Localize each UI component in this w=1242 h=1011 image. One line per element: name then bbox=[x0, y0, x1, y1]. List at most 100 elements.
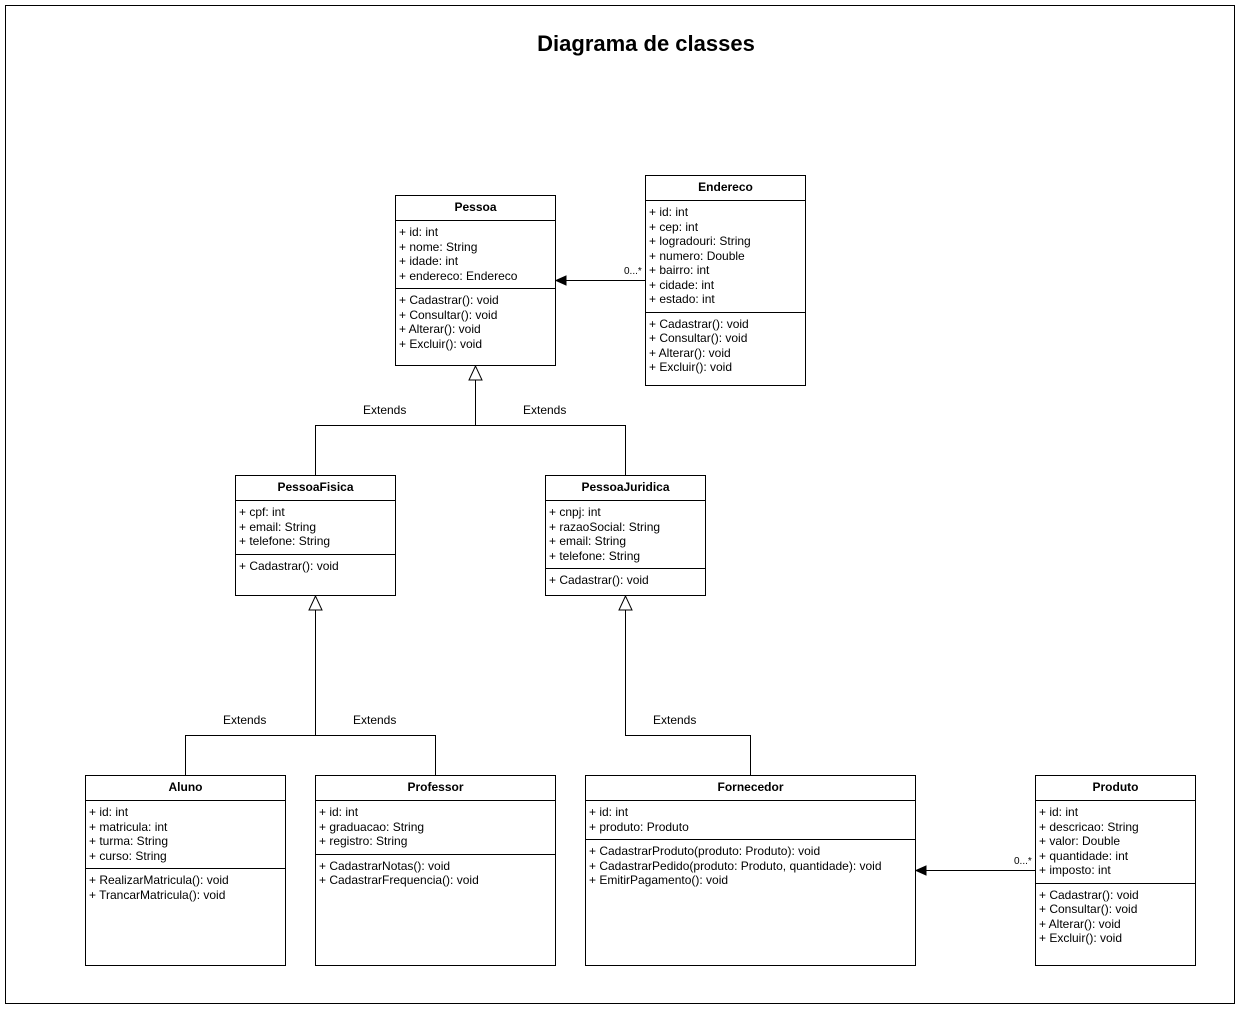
inheritance-arrow-pessoa bbox=[468, 364, 483, 381]
attribute-row: + telefone: String bbox=[239, 534, 331, 548]
attribute-row: + bairro: int bbox=[649, 263, 710, 277]
attribute-row: + cnpj: int bbox=[549, 505, 601, 519]
attribute-row: + graduacao: String bbox=[319, 819, 425, 834]
generalization-professor-pessoafisica bbox=[315, 735, 436, 775]
class-endereco[interactable]: Endereco+ id: int+ cep: int+ logradouri:… bbox=[645, 175, 806, 386]
extends-label-professor: Extends bbox=[353, 713, 397, 727]
class-methods: + Cadastrar(): void bbox=[546, 568, 705, 593]
inheritance-arrow-pessoajuridica bbox=[618, 594, 633, 611]
association-arrow-pessoa bbox=[554, 275, 567, 286]
class-name: Produto bbox=[1036, 776, 1195, 801]
multiplicity-produto: 0...* bbox=[1014, 856, 1032, 867]
method-row: + Cadastrar(): void bbox=[649, 316, 749, 331]
class-pessoa[interactable]: Pessoa+ id: int+ nome: String+ idade: in… bbox=[395, 195, 556, 366]
class-pessoajuridica[interactable]: PessoaJuridica+ cnpj: int+ razaoSocial: … bbox=[545, 475, 706, 596]
class-pessoafisica[interactable]: PessoaFisica+ cpf: int+ email: String+ t… bbox=[235, 475, 396, 596]
attribute-row: + nome: String bbox=[399, 239, 478, 254]
multiplicity-endereco: 0...* bbox=[624, 266, 642, 277]
class-methods: + RealizarMatricula(): void+ TrancarMatr… bbox=[86, 868, 285, 907]
class-methods: + Cadastrar(): void+ Consultar(): void+ … bbox=[1036, 882, 1195, 951]
method-row: + Alterar(): void bbox=[399, 322, 481, 336]
method-row: + Consultar(): void bbox=[1039, 902, 1138, 916]
attribute-row: + cpf: int bbox=[239, 505, 285, 519]
attribute-row: + matricula: int bbox=[89, 819, 168, 834]
extends-label-fornecedor: Extends bbox=[653, 713, 697, 727]
attribute-row: + telefone: String bbox=[549, 548, 641, 563]
class-attributes: + id: int+ cep: int+ logradouri: String+… bbox=[646, 201, 805, 312]
attribute-row: + estado: int bbox=[649, 292, 715, 306]
attribute-row: + turma: String bbox=[89, 834, 169, 848]
attribute-row: + id: int bbox=[319, 805, 359, 819]
attribute-row: + id: int bbox=[1039, 805, 1079, 819]
method-row: + Excluir(): void bbox=[649, 360, 733, 374]
class-methods: + CadastrarProduto(produto: Produto): vo… bbox=[586, 839, 915, 893]
class-attributes: + id: int+ produto: Produto bbox=[586, 801, 915, 839]
method-row: + Excluir(): void bbox=[1039, 931, 1123, 945]
diagram-title: Diagrama de classes bbox=[537, 31, 755, 56]
diagram-frame bbox=[5, 5, 1235, 1004]
attribute-row: + cep: int bbox=[649, 219, 699, 234]
class-attributes: + id: int+ nome: String+ idade: int+ end… bbox=[396, 221, 555, 288]
class-methods: + Cadastrar(): void+ Consultar(): void+ … bbox=[646, 311, 805, 380]
class-professor[interactable]: Professor + id: int+ graduacao: String+ r… bbox=[315, 775, 556, 966]
attribute-row: + curso: String bbox=[89, 848, 167, 863]
class-fornecedor[interactable]: Fornecedor+ id: int+ produto: Produto+ C… bbox=[585, 775, 916, 966]
attribute-row: + razaoSocial: String bbox=[549, 519, 661, 534]
attribute-row: + endereco: Endereco bbox=[399, 268, 518, 283]
class-attributes: + id: int+ descricao: String+ valor: Dou… bbox=[1036, 801, 1195, 883]
method-row: + TrancarMatricula(): void bbox=[89, 887, 226, 902]
method-row: + Alterar(): void bbox=[649, 345, 731, 360]
attribute-row: + idade: int bbox=[399, 254, 459, 268]
class-aluno[interactable]: Aluno+ id: int+ matricula: int+ turma: S… bbox=[85, 775, 286, 966]
class-name: PessoaFisica bbox=[236, 476, 395, 501]
attribute-row: + imposto: int bbox=[1039, 863, 1111, 877]
attribute-row: + email: String bbox=[239, 519, 317, 534]
attribute-row: + email: String bbox=[549, 534, 627, 548]
class-name: Endereco bbox=[646, 176, 805, 201]
generalization-pessoajuridica-pessoa bbox=[475, 425, 626, 475]
class-methods: + Cadastrar(): void bbox=[236, 553, 395, 579]
method-row: + Consultar(): void bbox=[649, 331, 748, 345]
method-row: + Consultar(): void bbox=[399, 307, 498, 322]
inheritance-arrow-pessoafisica bbox=[308, 594, 323, 611]
method-row: + CadastrarPedido(produto: Produto, quan… bbox=[589, 858, 882, 873]
attribute-row: + id: int bbox=[399, 225, 439, 239]
class-name: Aluno bbox=[86, 776, 285, 801]
class-produto[interactable]: Produto+ id: int+ descricao: String+ val… bbox=[1035, 775, 1196, 966]
attribute-row: + id: int bbox=[589, 805, 629, 819]
class-name: Fornecedor bbox=[586, 776, 915, 801]
association-arrow-fornecedor bbox=[914, 865, 927, 876]
method-row: + Alterar(): void bbox=[1039, 916, 1121, 931]
attribute-row: + numero: Double bbox=[649, 248, 745, 263]
extends-label-aluno: Extends bbox=[223, 713, 267, 727]
generalization-aluno-pessoafisica bbox=[185, 610, 316, 775]
class-methods: + CadastrarNotas(): void+ CadastrarFrequ… bbox=[316, 853, 555, 893]
attribute-row: + registro: String bbox=[319, 834, 408, 848]
generalization-fornecedor-pessoajuridica bbox=[625, 610, 751, 775]
attribute-row: + logradouri: String bbox=[649, 234, 751, 248]
class-methods: + Cadastrar(): void+ Consultar(): void+ … bbox=[396, 288, 555, 356]
attribute-row: + descricao: String bbox=[1039, 819, 1139, 834]
method-row: + CadastrarNotas(): void bbox=[319, 858, 451, 873]
attribute-row: + id: int bbox=[649, 205, 689, 219]
attribute-row: + quantidade: int bbox=[1039, 848, 1129, 863]
extends-label-pessoafisica: Extends bbox=[363, 403, 407, 417]
method-row: + CadastrarProduto(produto: Produto): vo… bbox=[589, 844, 821, 858]
method-row: + CadastrarFrequencia(): void bbox=[319, 873, 479, 887]
method-row: + Cadastrar(): void bbox=[239, 558, 339, 573]
method-row: + EmitirPagamento(): void bbox=[589, 873, 729, 887]
generalization-pessoafisica-pessoa bbox=[315, 380, 476, 475]
method-row: + Cadastrar(): void bbox=[1039, 887, 1139, 902]
class-attributes: + id: int+ matricula: int+ turma: String… bbox=[86, 801, 285, 868]
class-name: Professor bbox=[316, 776, 555, 801]
attribute-row: + id: int bbox=[89, 805, 129, 819]
attribute-row: + produto: Produto bbox=[589, 819, 689, 834]
attribute-row: + valor: Double bbox=[1039, 834, 1121, 848]
extends-label-pessoajuridica: Extends bbox=[523, 403, 567, 417]
method-row: + RealizarMatricula(): void bbox=[89, 873, 229, 887]
class-attributes: + cpf: int+ email: String+ telefone: Str… bbox=[236, 501, 395, 554]
method-row: + Cadastrar(): void bbox=[399, 293, 499, 307]
method-row: + Cadastrar(): void bbox=[549, 573, 649, 587]
class-attributes: + cnpj: int+ razaoSocial: String+ email:… bbox=[546, 501, 705, 568]
